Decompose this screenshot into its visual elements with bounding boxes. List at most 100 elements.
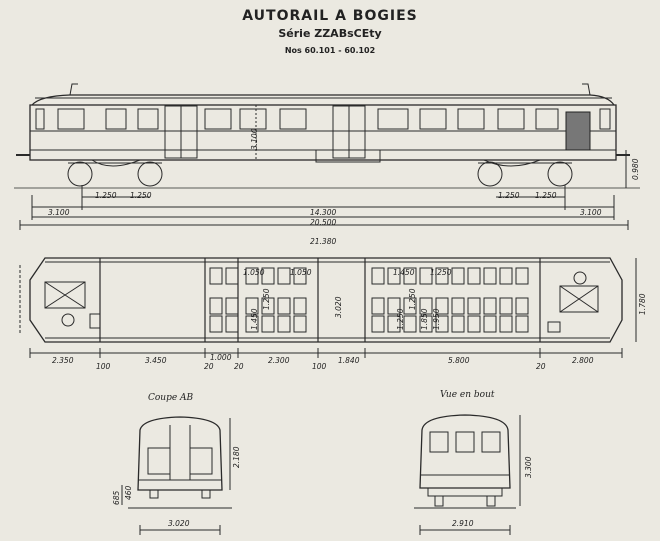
plan-seat [225,267,239,285]
dim-section-base: 685 [112,490,121,505]
dim-plan-r9: 1.850 [420,308,429,330]
plan-seat [245,315,259,333]
elevation-window [204,108,232,130]
dim-plan-seg8: 100 [312,362,327,371]
dim-plan-r1: 1.050 [243,268,265,277]
plan-seat [225,315,239,333]
plan-seat [277,297,291,315]
plan-seat [261,267,275,285]
elevation-window [279,108,307,130]
plan-seat [451,315,465,333]
cross-section [121,416,232,535]
dim-overhang-left: 3.100 [48,208,70,217]
plan-seat [499,315,513,333]
elevation-window [239,108,267,130]
plan-seat [483,297,497,315]
section-caption: Coupe AB [148,393,194,403]
elevation-window [599,108,611,130]
plan-seat [419,267,433,285]
dim-plan-r5: 1.450 [250,308,259,330]
dim-door-2: 1.250 [130,191,152,200]
dim-height-body: 3.100 [250,128,259,150]
floor-plan [19,257,637,358]
plan-seat [435,267,449,285]
elevation-window [377,108,409,130]
plan-seat [515,297,529,315]
end-view [414,414,521,535]
plan-seat [483,315,497,333]
plan-seat [277,267,291,285]
plan-seat [293,297,307,315]
dim-plan-seg9: 1.840 [338,356,360,365]
plan-seat [209,267,223,285]
dim-plan-seg12: 2.800 [572,356,594,365]
dim-plan-seg4: 1.000 [210,353,232,362]
dim-bogie-centers: 14.300 [310,208,337,217]
plan-seat [261,315,275,333]
plan-seat [245,267,259,285]
plan-seat [209,315,223,333]
dim-plan-r7: 1.250 [396,308,405,330]
drawing-subtitle: Série ZZABsCEty [278,27,382,40]
elevation-window [105,108,127,130]
plan-seat [387,315,401,333]
plan-seat [515,315,529,333]
elevation-window [419,108,447,130]
plan-seat [403,315,417,333]
plan-seat [467,297,481,315]
plan-seat [451,297,465,315]
dim-door-3: 1.250 [498,191,520,200]
dim-section-height: 2.180 [232,446,241,468]
plan-seat [467,267,481,285]
dim-plan-r10: 1.950 [432,308,441,330]
plan-seat [451,267,465,285]
dim-height-side: 0.980 [631,158,640,180]
dim-section-width: 3.020 [168,519,190,528]
plan-seat [499,297,513,315]
plan-seat [261,297,275,315]
plan-seat [483,267,497,285]
side-elevation [14,83,640,230]
plan-seat [245,297,259,315]
dim-plan-mid: 3.020 [334,296,343,318]
endview-caption: Vue en bout [440,390,495,400]
plan-seat [467,315,481,333]
dim-plan-r3: 1.450 [393,268,415,277]
elevation-window [535,108,559,130]
dim-overhang-right: 3.100 [580,208,602,217]
plan-seat [387,297,401,315]
dim-plan-seg7: 2.300 [268,356,290,365]
plan-seat [419,297,433,315]
elevation-window [57,108,85,130]
plan-seat [403,267,417,285]
dim-plan-seg1: 2.350 [52,356,74,365]
plan-seat [293,315,307,333]
plan-seat [371,297,385,315]
plan-seat [371,315,385,333]
dim-endview-width: 2.910 [452,519,474,528]
plan-seat [225,297,239,315]
dim-plan-r8: 1.250 [408,288,417,310]
plan-seat [403,297,417,315]
plan-seat [387,267,401,285]
plan-seat [277,315,291,333]
drawing-numbers: Nos 60.101 - 60.102 [284,46,376,55]
plan-seat [371,267,385,285]
dim-door-4: 1.250 [535,191,557,200]
plan-seat [293,267,307,285]
plan-seat [435,315,449,333]
dim-plan-r2: 1.050 [290,268,312,277]
plan-seat [435,297,449,315]
plan-seat [499,267,513,285]
dim-door-1: 1.250 [95,191,117,200]
dim-plan-seg5: 20 [204,362,214,371]
dim-length-total: 21.380 [310,237,337,246]
dim-plan-seg6: 20 [234,362,244,371]
plan-seat [209,297,223,315]
elevation-window [35,108,45,130]
plan-seat [419,315,433,333]
dim-section-base2: 460 [124,485,133,500]
drawing-title: AUTORAIL A BOGIES [242,8,418,24]
